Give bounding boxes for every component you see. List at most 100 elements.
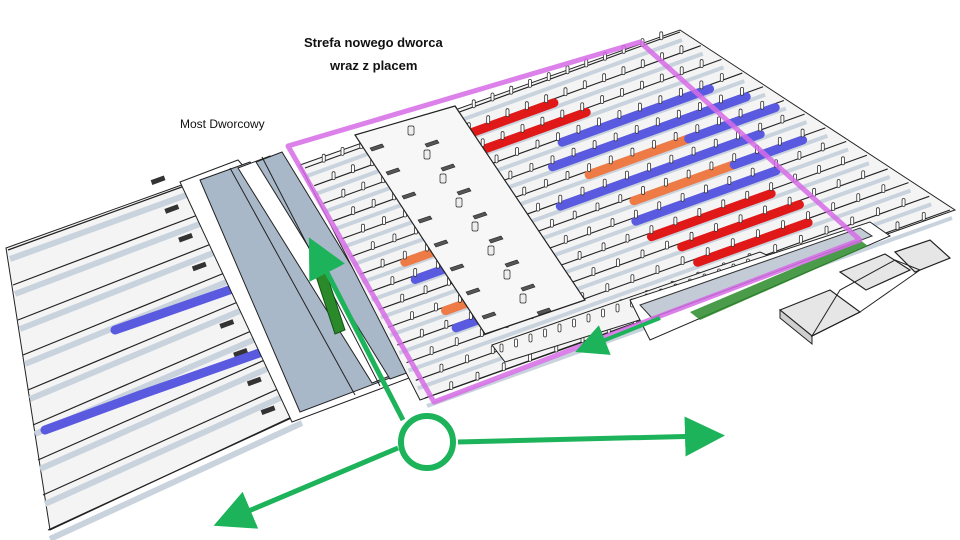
catenary-pillar [659, 73, 664, 83]
catenary-pillar [727, 176, 732, 185]
platform-post [601, 308, 605, 318]
west-track-bed [13, 218, 207, 297]
arrow-east [457, 416, 725, 457]
zone-title-line2: wraz z placem [330, 58, 418, 73]
catenary-pillar [640, 249, 645, 259]
signal-arm [233, 347, 248, 358]
catenary-pillar [616, 258, 620, 268]
catenary-pillar [429, 346, 434, 356]
west-rail-line [47, 413, 301, 531]
catenary-pillar [550, 155, 555, 165]
west-rail-line [7, 183, 191, 251]
pedestrian-flow-arrows [213, 237, 725, 529]
catenary-pillar [597, 117, 601, 127]
stair-icon [456, 187, 472, 196]
catenary-pillar [652, 139, 656, 149]
catenary-pillar [515, 147, 519, 156]
catenary-pillar [475, 371, 480, 381]
catenary-pillar [341, 188, 346, 198]
signal-arm [219, 319, 235, 329]
catenary-pillar [714, 223, 718, 232]
catenary-pillar [780, 114, 785, 124]
catenary-pillar [798, 234, 803, 244]
catenary-pillar [505, 108, 510, 118]
catenary-pillar [921, 211, 926, 221]
catenary-pillar [787, 196, 792, 206]
catenary-pillar [371, 198, 376, 208]
catenary-pillar [755, 229, 760, 239]
train-segment [456, 98, 559, 141]
station-zone-outline [285, 39, 863, 405]
catenary-pillar [730, 238, 735, 248]
catenary-pillar [486, 115, 491, 125]
arrow-to-bridge [308, 237, 406, 422]
catenary-pillar [563, 234, 568, 244]
platform-post [543, 328, 547, 338]
catenary-pillar [361, 181, 366, 191]
train-blue [110, 283, 240, 335]
east-trains [400, 84, 813, 333]
catenary-pillar [705, 247, 710, 257]
catenary-pillar [676, 109, 681, 119]
terminal-buildings [778, 239, 952, 346]
platform-post [572, 318, 576, 328]
catenary-pillar [769, 182, 774, 192]
kiosk-icon [423, 149, 431, 160]
catenary-pillar [850, 216, 855, 226]
platform-post [499, 343, 504, 353]
catenary-pillar [760, 100, 765, 110]
train-segment [584, 134, 694, 180]
train-segment [555, 129, 765, 211]
catenary-pillar [560, 109, 565, 119]
west-track-bed [18, 247, 221, 332]
catenary-pillar [695, 124, 700, 134]
kiosk-icon [455, 197, 463, 208]
catenary-pillar [655, 265, 660, 275]
west-trains [40, 283, 267, 435]
catenary-pillar [673, 132, 678, 141]
catenary-pillar [699, 80, 704, 90]
catenary-pillar [361, 223, 365, 233]
catenary-pillar [535, 139, 540, 149]
west-rail-line [27, 298, 246, 391]
catenary-pillar [528, 79, 532, 88]
platform-post [557, 323, 562, 333]
catenary-pillar [740, 86, 744, 96]
catenary-pillar [610, 218, 615, 227]
catenary-pillar [719, 94, 723, 104]
catenary-pillar [608, 155, 613, 165]
station-plaza-deck [354, 105, 586, 335]
catenary-pillar [540, 116, 545, 126]
stair-icon [417, 215, 433, 224]
catenary-pillar [563, 87, 568, 97]
stair-icon [385, 167, 401, 176]
catenary-pillar [565, 65, 570, 75]
stair-icon [433, 239, 449, 248]
catenary-pillar [824, 225, 829, 235]
stair-icon [401, 191, 417, 200]
signal-arm [191, 261, 207, 272]
west-rail-line [32, 327, 259, 426]
west-track-bed [48, 420, 304, 540]
catenary-pillar [580, 102, 585, 112]
catenary-pillar [781, 220, 785, 230]
train-segment [557, 84, 715, 147]
catenary-pillar [713, 138, 718, 148]
catenary-pillar [500, 131, 505, 140]
catenary-pillar [763, 205, 767, 215]
west-track-bed [43, 391, 290, 507]
west-rail-line [22, 269, 232, 356]
catenary-pillar [434, 302, 438, 312]
catenary-pillar [508, 170, 513, 180]
catenary-pillar [444, 319, 449, 329]
west-track-field [5, 175, 393, 540]
catenary-pillar [665, 240, 669, 250]
catenary-pillar [655, 117, 660, 127]
kiosk-icon [503, 269, 511, 280]
catenary-pillar [382, 216, 386, 225]
catenary-pillar [750, 167, 755, 177]
catenary-pillar [699, 59, 704, 68]
catenary-pillar [679, 45, 684, 55]
catenary-pillar [605, 283, 610, 293]
catenary-pillar [625, 233, 630, 243]
